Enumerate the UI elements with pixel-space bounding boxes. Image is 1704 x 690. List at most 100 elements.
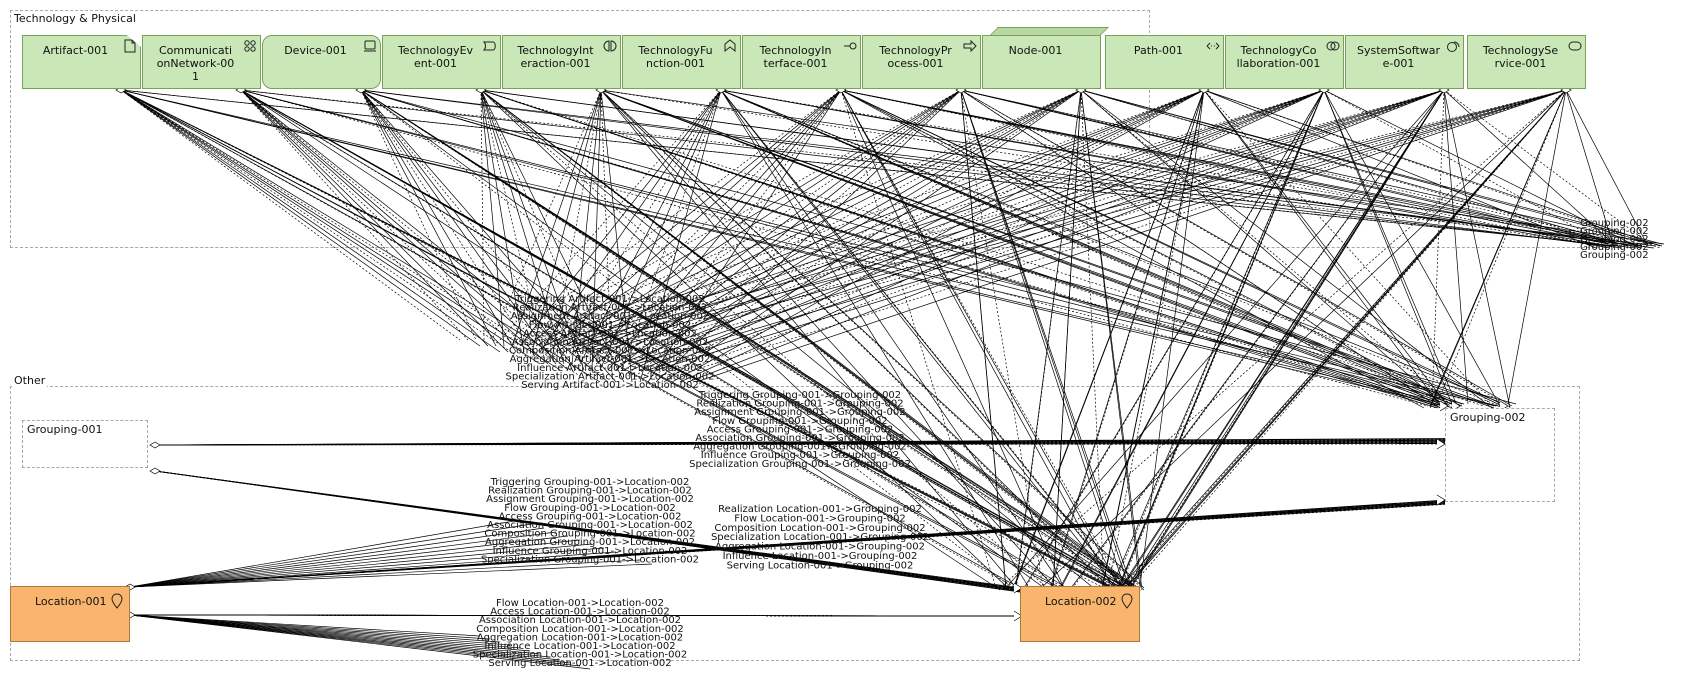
relationship-line[interactable] — [129, 527, 545, 588]
relationship-line[interactable] — [1443, 89, 1469, 405]
relationship-line[interactable] — [360, 89, 557, 365]
relationship-line[interactable] — [511, 89, 602, 347]
relationship-line[interactable] — [659, 89, 1325, 377]
relationship-line[interactable] — [960, 89, 1653, 245]
relationship-line[interactable] — [559, 89, 722, 359]
relationship-line[interactable] — [1080, 89, 1105, 589]
relationship-line[interactable] — [360, 89, 1011, 587]
relationship-line[interactable] — [639, 89, 1325, 371]
relationship-line[interactable] — [600, 89, 633, 383]
relationship-line[interactable] — [840, 89, 1123, 587]
relationship-line[interactable] — [639, 89, 722, 383]
relationship-line[interactable] — [840, 89, 1609, 249]
relationship-line[interactable] — [240, 89, 1647, 245]
grouping-002[interactable]: Grouping-002 — [1445, 408, 1555, 502]
relationship-line[interactable] — [480, 89, 1655, 249]
relationship-line[interactable] — [600, 89, 1453, 409]
relationship-line[interactable] — [240, 89, 569, 371]
relationship-line[interactable] — [129, 614, 481, 637]
relationship-line[interactable] — [635, 89, 1567, 365]
relationship-line[interactable] — [129, 535, 569, 588]
relationship-line[interactable] — [1203, 89, 1597, 249]
relationship-line[interactable] — [600, 89, 1019, 591]
relationship-line[interactable] — [120, 89, 1058, 587]
relationship-line[interactable] — [531, 89, 1205, 341]
relationship-line[interactable] — [480, 89, 1009, 589]
relationship-line[interactable] — [129, 614, 511, 646]
relationship-line[interactable] — [840, 89, 1064, 587]
relationship-line[interactable] — [1001, 89, 1567, 587]
relationship-line[interactable] — [1080, 89, 1451, 405]
relationship-line[interactable] — [1323, 89, 1459, 409]
relationship-line[interactable] — [240, 89, 1465, 405]
relationship-line[interactable] — [547, 89, 842, 353]
relationship-line[interactable] — [1070, 89, 1445, 589]
relationship-line[interactable] — [840, 89, 997, 589]
tech-element-node-001[interactable]: Node-001 — [982, 35, 1101, 89]
relationship-line[interactable] — [129, 614, 501, 643]
relationship-line[interactable] — [531, 89, 602, 353]
relationship-line[interactable] — [1203, 89, 1491, 405]
relationship-line[interactable] — [1060, 89, 1325, 587]
relationship-line[interactable] — [555, 89, 1567, 341]
relationship-line[interactable] — [154, 470, 1023, 593]
relationship-line[interactable] — [587, 89, 1445, 353]
relationship-line[interactable] — [129, 551, 617, 588]
relationship-line[interactable] — [129, 614, 1023, 617]
relationship-line[interactable] — [571, 89, 602, 365]
relationship-line[interactable] — [360, 89, 1517, 405]
relationship-line[interactable] — [667, 89, 1445, 377]
relationship-line[interactable] — [1107, 89, 1205, 589]
relationship-line[interactable] — [360, 89, 1623, 249]
relationship-line[interactable] — [1050, 89, 1205, 591]
relationship-line[interactable] — [840, 89, 1121, 589]
relationship-line[interactable] — [120, 89, 561, 371]
relationship-line[interactable] — [591, 89, 602, 371]
relationship-line[interactable] — [960, 89, 1044, 589]
relationship-line[interactable] — [627, 89, 842, 377]
relationship-line[interactable] — [129, 523, 533, 588]
relationship-line[interactable] — [619, 89, 1325, 365]
relationship-line[interactable] — [840, 89, 1425, 409]
relationship-line[interactable] — [643, 89, 1082, 377]
relationship-line[interactable] — [360, 89, 597, 377]
relationship-line[interactable] — [1127, 89, 1445, 587]
relationship-line[interactable] — [129, 563, 653, 588]
relationship-line[interactable] — [120, 89, 521, 359]
location-001[interactable]: Location-001 — [10, 586, 130, 642]
relationship-line[interactable] — [600, 89, 1145, 591]
relationship-line[interactable] — [600, 89, 1601, 247]
relationship-line[interactable] — [539, 89, 722, 353]
relationship-line[interactable] — [120, 89, 501, 353]
relationship-line[interactable] — [619, 89, 722, 377]
relationship-line[interactable] — [600, 89, 1447, 405]
relationship-line[interactable] — [240, 89, 1429, 407]
relationship-line[interactable] — [240, 89, 529, 359]
relationship-line[interactable] — [240, 89, 549, 365]
relationship-line[interactable] — [240, 89, 1125, 591]
relationship-line[interactable] — [1127, 89, 1445, 591]
tech-element-path-001[interactable]: Path-001 — [1105, 35, 1224, 89]
relationship-line[interactable] — [695, 89, 1567, 383]
relationship-line[interactable] — [631, 89, 1205, 371]
relationship-line[interactable] — [720, 89, 1505, 409]
relationship-line[interactable] — [1565, 89, 1649, 247]
relationship-line[interactable] — [129, 543, 593, 588]
relationship-line[interactable] — [129, 559, 641, 588]
relationship-line[interactable] — [1101, 89, 1205, 589]
relationship-line[interactable] — [129, 539, 581, 588]
relationship-line[interactable] — [480, 89, 565, 365]
relationship-line[interactable] — [535, 89, 962, 347]
relationship-line[interactable] — [120, 89, 1449, 405]
relationship-line[interactable] — [1203, 89, 1443, 409]
relationship-line[interactable] — [1443, 89, 1651, 245]
relationship-line[interactable] — [559, 89, 1325, 347]
relationship-line[interactable] — [567, 89, 1445, 347]
relationship-line[interactable] — [663, 89, 1082, 383]
relationship-line[interactable] — [960, 89, 1513, 407]
relationship-line[interactable] — [1127, 89, 1567, 591]
relationship-line[interactable] — [1431, 89, 1445, 407]
